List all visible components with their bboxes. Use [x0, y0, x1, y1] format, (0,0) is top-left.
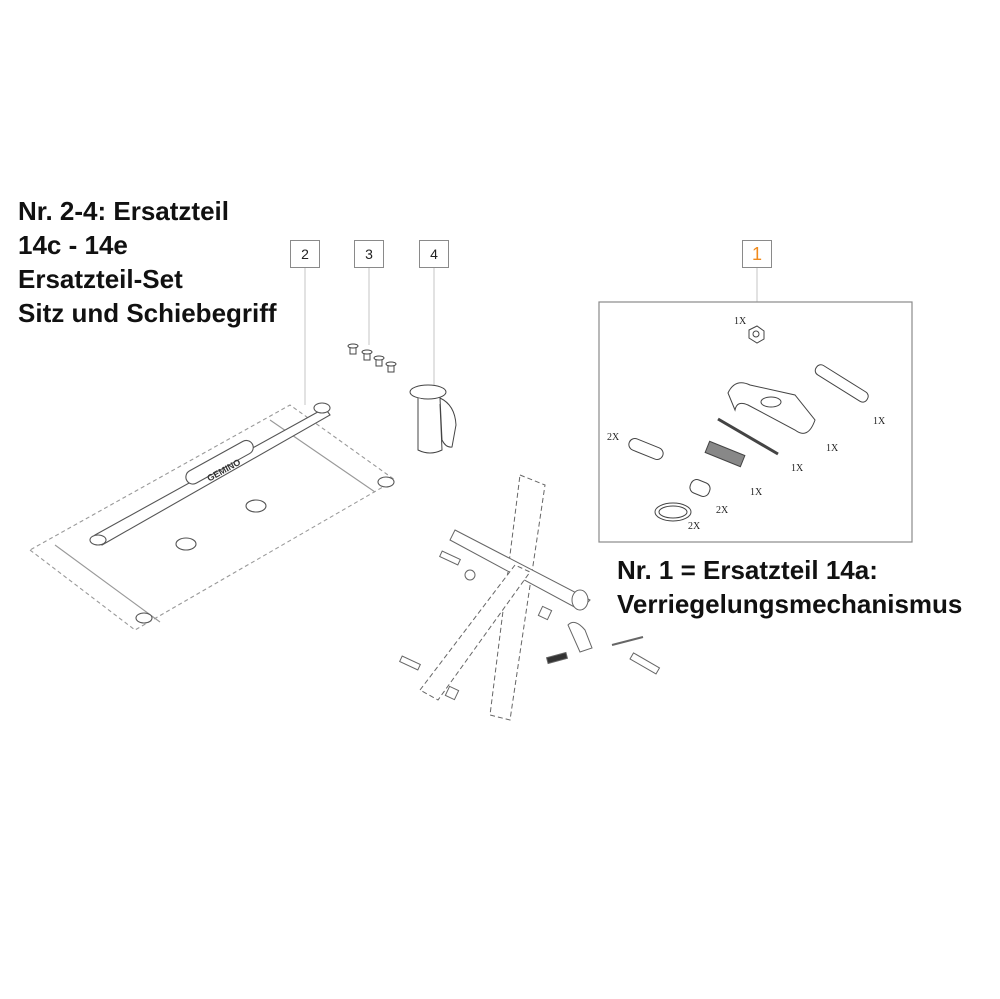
left-caption-line-4: Sitz und Schiebegriff	[18, 298, 277, 328]
seat-assembly: GEMINO	[28, 402, 397, 631]
handle-grip-part-4	[409, 384, 457, 454]
qty-spring: 1X	[750, 487, 763, 498]
qty-nut: 1X	[734, 316, 747, 327]
right-caption: Nr. 1 = Ersatzteil 14a: Verriegelungsmec…	[617, 553, 962, 621]
callout-3: 3	[354, 240, 384, 268]
left-caption-line-2: 14c - 14e	[18, 230, 128, 260]
callout-2: 2	[290, 240, 320, 268]
qty-short-bolt: 2X	[607, 432, 620, 443]
qty-long-bolt: 1X	[873, 416, 886, 427]
right-caption-line-1: Nr. 1 = Ersatzteil 14a:	[617, 555, 878, 585]
kit-parts	[628, 325, 869, 522]
callout-1: 1	[742, 240, 772, 268]
qty-latch-hook: 1X	[826, 443, 839, 454]
frame-assembly	[399, 474, 661, 721]
qty-bushing: 2X	[716, 505, 729, 516]
left-caption-line-3: Ersatzteil-Set	[18, 264, 183, 294]
left-caption: Nr. 2-4: Ersatzteil 14c - 14e Ersatzteil…	[18, 194, 277, 330]
right-caption-line-2: Verriegelungsmechanismus	[617, 589, 963, 619]
qty-pin: 1X	[791, 463, 804, 474]
left-caption-line-1: Nr. 2-4: Ersatzteil	[18, 196, 229, 226]
kit-frame	[598, 301, 913, 543]
screws-part-3	[347, 343, 397, 373]
qty-ring: 2X	[688, 521, 701, 532]
callout-4: 4	[419, 240, 449, 268]
